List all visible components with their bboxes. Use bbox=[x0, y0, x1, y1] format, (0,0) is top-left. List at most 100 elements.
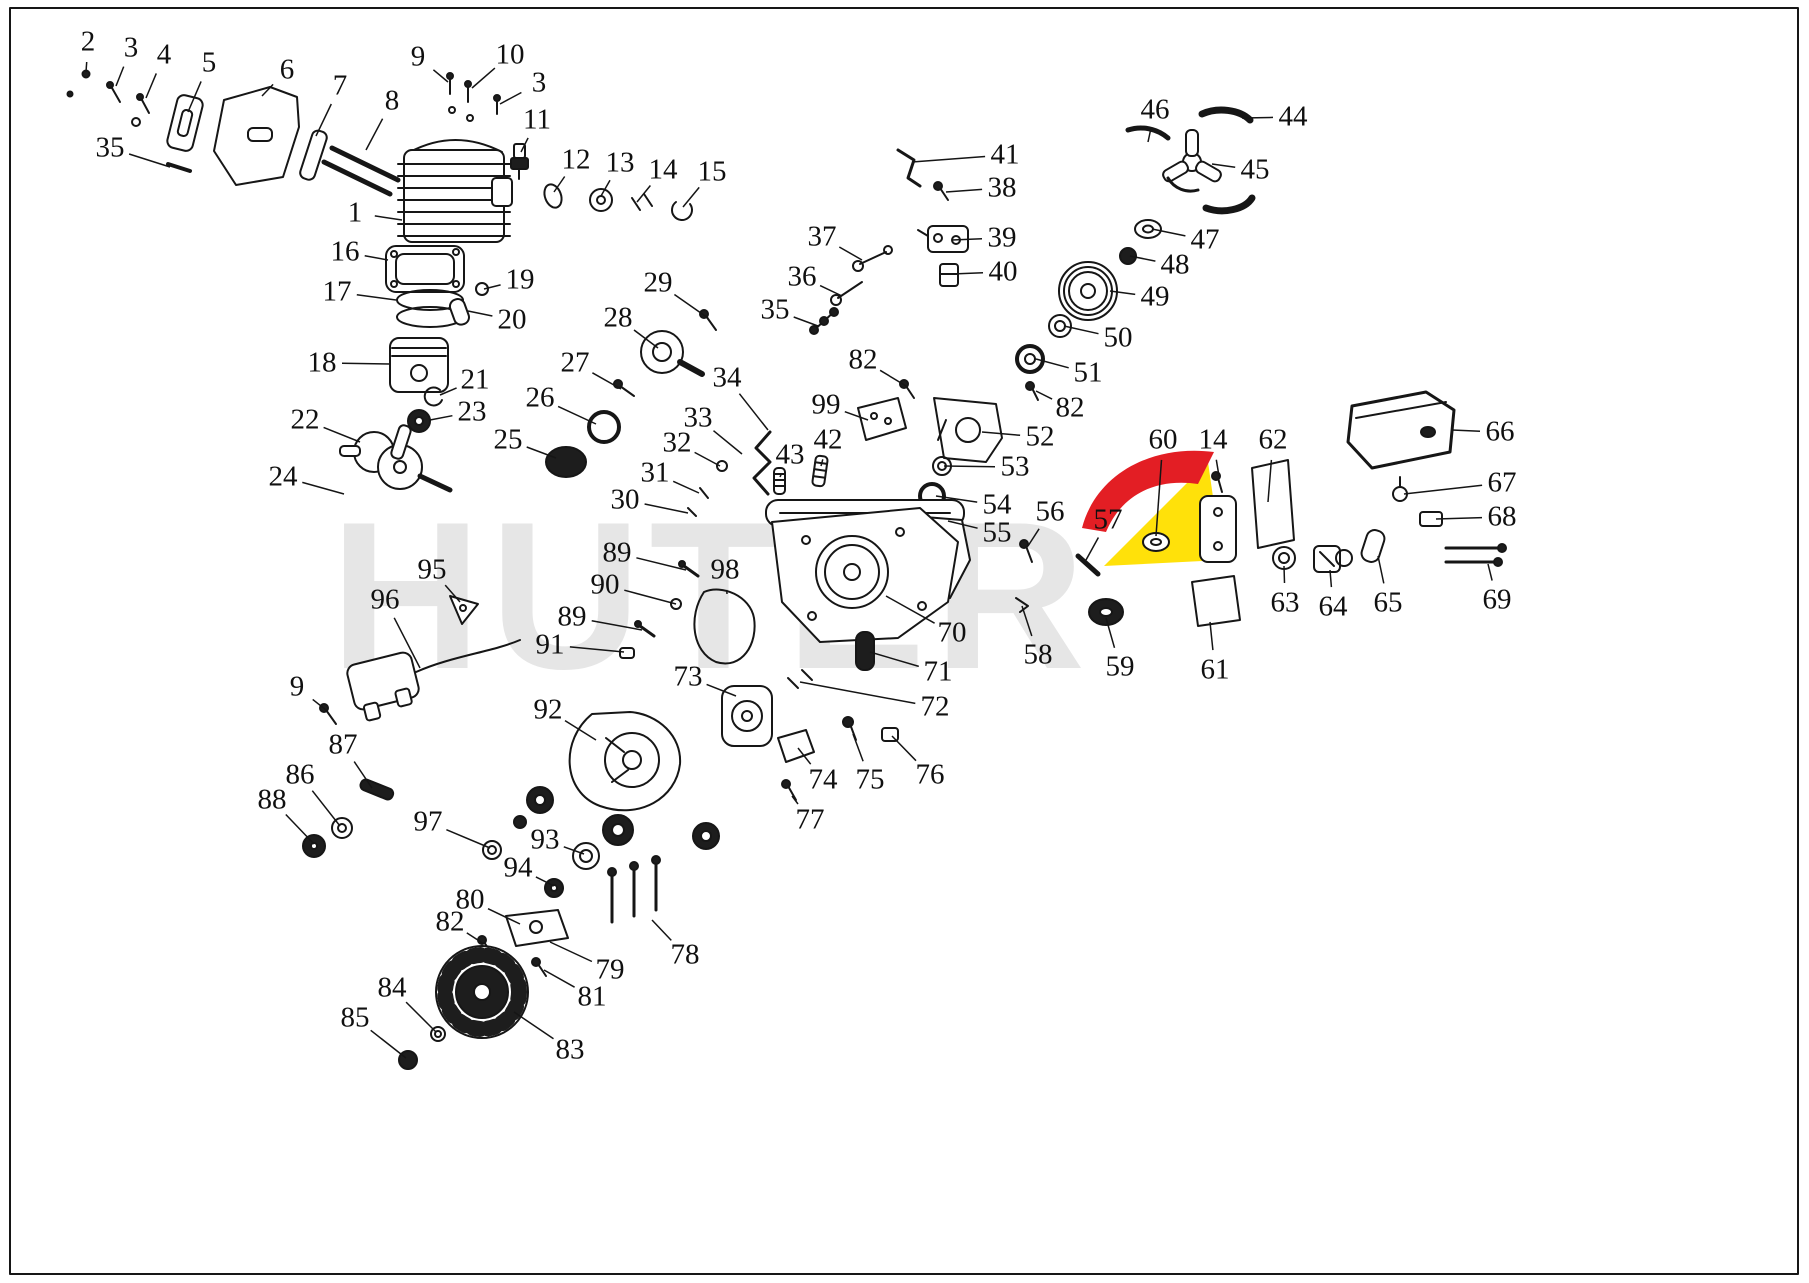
leader-line-17 bbox=[356, 293, 397, 301]
leader-line-72 bbox=[799, 681, 916, 705]
part-label-20: 20 bbox=[497, 303, 527, 336]
part-label-48: 48 bbox=[1160, 248, 1190, 281]
part-label-75: 75 bbox=[855, 763, 885, 796]
part-label-53: 53 bbox=[1000, 450, 1030, 483]
part-label-63: 63 bbox=[1270, 586, 1300, 619]
part-label-3: 3 bbox=[123, 31, 139, 64]
part-label-45: 45 bbox=[1240, 153, 1270, 186]
part-label-25: 25 bbox=[493, 423, 523, 456]
leader-line-95 bbox=[444, 584, 461, 603]
leader-line-31 bbox=[672, 480, 700, 494]
leader-line-89 bbox=[591, 619, 643, 631]
leader-line-67 bbox=[1403, 484, 1483, 495]
part-label-24: 24 bbox=[268, 460, 298, 493]
leader-line-7 bbox=[315, 103, 332, 137]
leader-line-21 bbox=[439, 387, 457, 396]
part-label-68: 68 bbox=[1487, 500, 1517, 533]
leader-line-48 bbox=[1129, 255, 1156, 262]
leader-line-3 bbox=[115, 66, 125, 87]
leader-line-33 bbox=[713, 430, 743, 455]
leader-line-1 bbox=[374, 215, 403, 221]
leader-line-37 bbox=[838, 246, 863, 261]
leader-line-70 bbox=[885, 595, 935, 624]
leader-line-20 bbox=[467, 310, 493, 317]
leader-line-36 bbox=[819, 284, 843, 297]
part-label-72: 72 bbox=[920, 690, 950, 723]
leader-line-15 bbox=[682, 186, 700, 208]
leader-line-89 bbox=[636, 557, 687, 571]
part-label-86: 86 bbox=[285, 758, 315, 791]
part-label-17: 17 bbox=[322, 275, 352, 308]
leader-line-52 bbox=[981, 431, 1021, 437]
part-label-51: 51 bbox=[1073, 356, 1103, 389]
part-label-54: 54 bbox=[982, 488, 1012, 521]
leader-line-54 bbox=[935, 495, 978, 503]
part-label-73: 73 bbox=[673, 660, 703, 693]
leader-line-93 bbox=[563, 846, 585, 855]
leader-line-25 bbox=[526, 446, 557, 459]
part-label-56: 56 bbox=[1035, 495, 1065, 528]
leader-line-45 bbox=[1211, 163, 1236, 168]
leader-line-27 bbox=[592, 372, 622, 390]
leader-line-68 bbox=[1435, 516, 1483, 520]
part-label-81: 81 bbox=[577, 980, 607, 1013]
cluster-cover-artwork bbox=[66, 69, 401, 197]
leader-line-24 bbox=[302, 481, 345, 495]
leader-line-82 bbox=[466, 932, 485, 945]
leader-line-66 bbox=[1451, 429, 1481, 432]
part-label-82: 82 bbox=[435, 905, 465, 938]
part-label-4: 4 bbox=[156, 38, 172, 71]
part-label-89: 89 bbox=[557, 600, 587, 633]
part-label-87: 87 bbox=[328, 728, 358, 761]
part-label-18: 18 bbox=[307, 346, 337, 379]
part-label-49: 49 bbox=[1140, 280, 1170, 313]
part-label-95: 95 bbox=[417, 553, 447, 586]
part-label-44: 44 bbox=[1278, 100, 1308, 133]
part-label-37: 37 bbox=[807, 220, 837, 253]
part-label-9: 9 bbox=[289, 670, 305, 703]
part-label-61: 61 bbox=[1200, 653, 1230, 686]
cluster-tank-artwork bbox=[1015, 390, 1507, 627]
part-label-42: 42 bbox=[813, 423, 843, 456]
part-label-41: 41 bbox=[990, 138, 1020, 171]
leader-line-85 bbox=[370, 1029, 407, 1059]
part-label-14: 14 bbox=[648, 153, 678, 186]
cluster-crankcase-artwork bbox=[619, 499, 971, 689]
leader-line-90 bbox=[624, 589, 677, 605]
leader-line-50 bbox=[1063, 325, 1099, 335]
part-label-74: 74 bbox=[808, 763, 838, 796]
part-label-91: 91 bbox=[535, 628, 565, 661]
leader-line-12 bbox=[553, 176, 566, 193]
part-label-90: 90 bbox=[590, 568, 620, 601]
leader-line-9 bbox=[312, 698, 327, 711]
part-label-70: 70 bbox=[937, 616, 967, 649]
part-label-3: 3 bbox=[531, 66, 547, 99]
leader-line-16 bbox=[364, 254, 389, 261]
part-label-15: 15 bbox=[697, 155, 727, 188]
part-label-84: 84 bbox=[377, 971, 407, 1004]
part-label-77: 77 bbox=[795, 803, 825, 836]
brand-red-swoosh bbox=[1082, 450, 1214, 532]
leader-line-39 bbox=[951, 238, 983, 241]
leader-line-83 bbox=[513, 1011, 554, 1040]
leader-line-57 bbox=[1085, 537, 1100, 561]
leader-line-49 bbox=[1109, 290, 1136, 296]
part-label-69: 69 bbox=[1482, 583, 1512, 616]
leader-line-11 bbox=[520, 137, 529, 153]
part-label-80: 80 bbox=[455, 883, 485, 916]
leader-line-35 bbox=[128, 153, 171, 168]
part-label-83: 83 bbox=[555, 1033, 585, 1066]
part-label-57: 57 bbox=[1093, 503, 1123, 536]
leader-line-38 bbox=[945, 188, 983, 193]
leader-line-8 bbox=[365, 118, 384, 151]
part-label-65: 65 bbox=[1373, 586, 1403, 619]
leader-line-62 bbox=[1267, 459, 1273, 503]
part-label-94: 94 bbox=[503, 851, 533, 884]
part-label-55: 55 bbox=[982, 516, 1012, 549]
part-label-7: 7 bbox=[332, 69, 348, 102]
leader-line-9 bbox=[432, 69, 449, 83]
part-label-30: 30 bbox=[610, 483, 640, 516]
leader-line-10 bbox=[471, 67, 496, 89]
